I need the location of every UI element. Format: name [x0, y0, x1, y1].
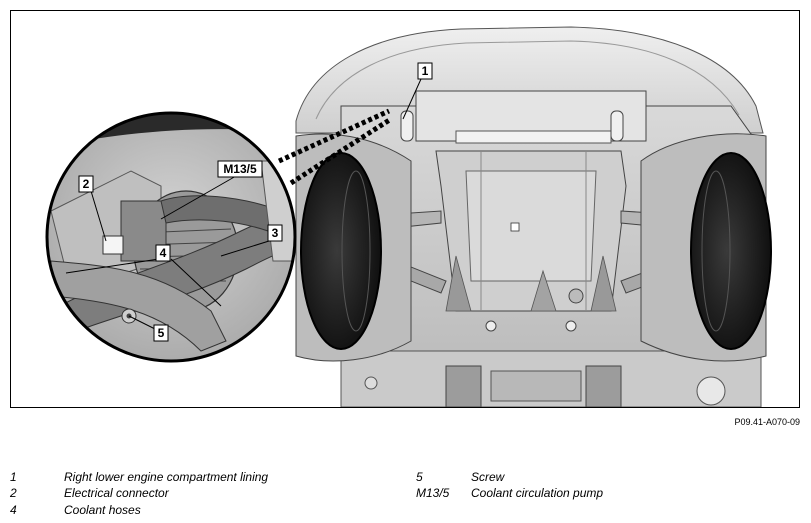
- callout-4: 4: [155, 244, 171, 262]
- svg-text:5: 5: [158, 326, 165, 340]
- svg-text:2: 2: [83, 177, 90, 191]
- callout-3: 3: [267, 224, 283, 242]
- vehicle-underbody-illustration: 1 2 M13/5 3 4 5: [45, 26, 772, 407]
- callout-m13-5: M13/5: [217, 160, 263, 178]
- rear-underbody: [340, 350, 762, 407]
- figure-reference-code: P09.41-A070-09: [734, 417, 800, 427]
- callout-5: 5: [153, 324, 169, 342]
- callout-leaders: [65, 78, 422, 332]
- svg-text:3: 3: [272, 226, 279, 240]
- illustration-frame: 1 2 M13/5 3 4 5: [10, 10, 800, 408]
- inset-leader: [277, 108, 393, 186]
- left-tire: [300, 152, 382, 350]
- callout-1: 1: [417, 62, 433, 80]
- callout-2: 2: [78, 175, 94, 193]
- svg-text:M13/5: M13/5: [223, 162, 257, 176]
- svg-text:1: 1: [422, 64, 429, 78]
- right-tire: [690, 152, 772, 350]
- svg-text:4: 4: [160, 246, 167, 260]
